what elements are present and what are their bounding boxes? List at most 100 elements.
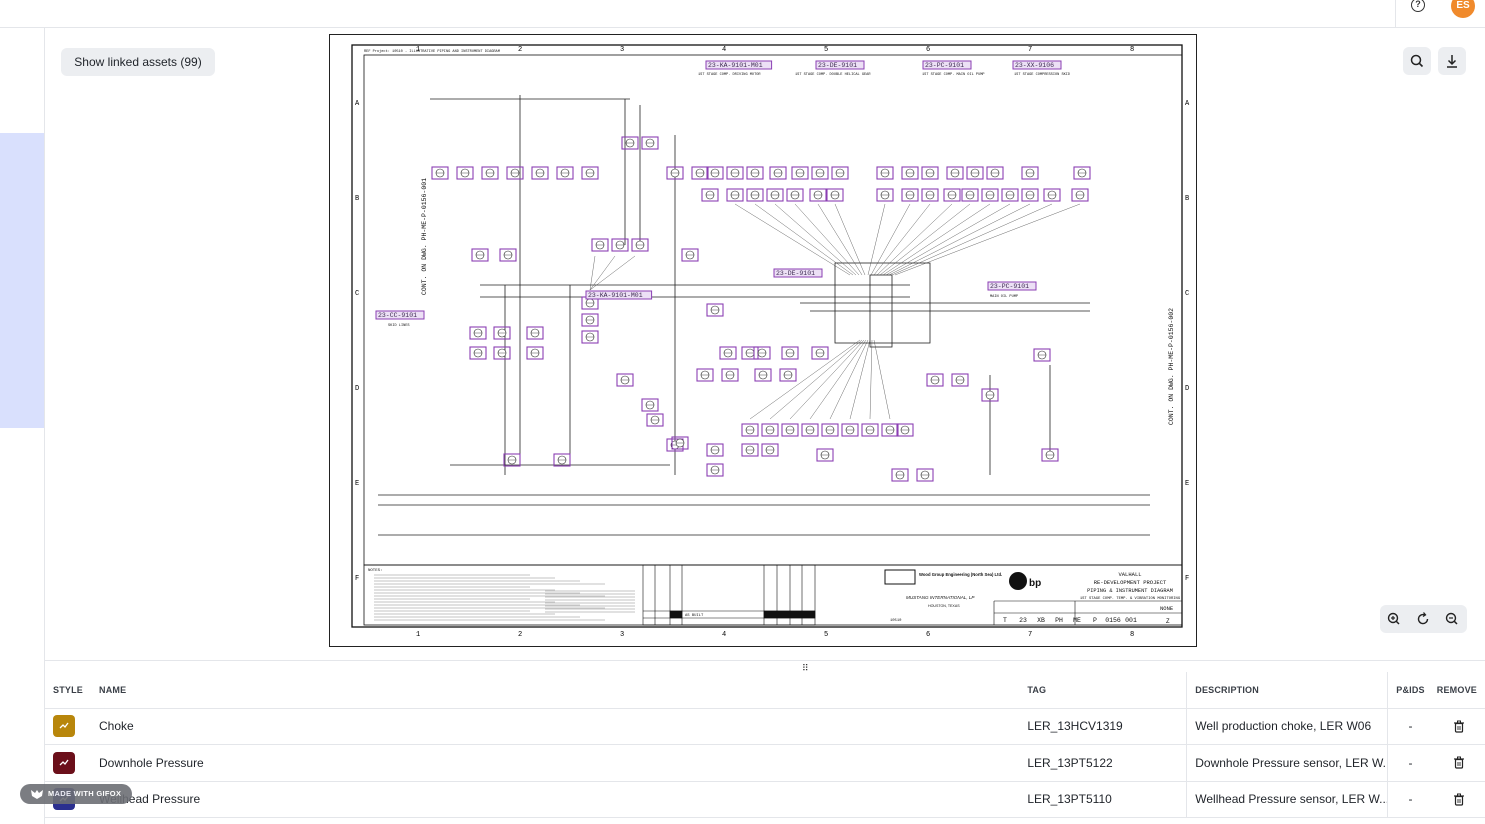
instrument-tag-highlight	[621, 136, 639, 150]
signal-line	[734, 203, 851, 276]
instrument-tag-highlight	[556, 166, 574, 180]
table-row[interactable]: Choke LER_13HCV1319 Well production chok…	[45, 708, 1485, 745]
zoom-in-button[interactable]	[1380, 605, 1409, 633]
zoom-out-button[interactable]	[1438, 605, 1467, 633]
row-label: A	[355, 100, 360, 108]
instrument-tag-highlight	[646, 413, 664, 427]
instrument-tag-highlight	[841, 423, 859, 437]
asset-table: STYLE NAME TAG DESCRIPTION P&IDS REMOVE …	[45, 672, 1485, 818]
instrument-tag-highlight	[499, 248, 517, 262]
left-rail-active-section[interactable]	[0, 133, 44, 428]
question-circle-icon[interactable]: ?	[1411, 0, 1425, 12]
column-label: 7	[1028, 631, 1032, 639]
instrument-tag-highlight	[481, 166, 499, 180]
instrument-tag-highlight	[786, 188, 804, 202]
col-description[interactable]: DESCRIPTION	[1186, 672, 1388, 709]
instrument-tag-highlight	[753, 346, 771, 360]
signal-line	[789, 339, 865, 420]
instrument-tag-highlight	[811, 346, 829, 360]
instrument-tag-highlight	[706, 443, 724, 457]
download-button[interactable]	[1438, 47, 1466, 75]
instrument-tag-highlight	[881, 423, 899, 437]
row-label: A	[1185, 100, 1190, 108]
process-lines	[378, 95, 1150, 536]
instrument-tag-highlight	[706, 166, 724, 180]
remove-button[interactable]	[1432, 781, 1485, 818]
instrument-tag-highlight	[861, 423, 879, 437]
column-label: 1	[416, 631, 420, 639]
revision: Z	[1166, 618, 1170, 625]
instrument-tag-highlight	[891, 468, 909, 482]
table-row[interactable]: Downhole Pressure LER_13PT5122 Downhole …	[45, 744, 1485, 782]
revision-table	[642, 564, 816, 626]
equipment-description: MAIN OIL PUMP	[990, 295, 1018, 299]
col-name[interactable]: NAME	[91, 672, 1020, 709]
reset-view-button[interactable]	[1409, 605, 1438, 633]
signal-line	[589, 255, 636, 291]
remove-button[interactable]	[1432, 744, 1485, 782]
equipment-tag: 23-KA-9101-M01	[588, 292, 643, 299]
drawing-number-part: 23	[1019, 617, 1027, 624]
instrument-tag-highlight	[831, 166, 849, 180]
equipment-tag: 23-KA-9101-M01	[708, 62, 763, 69]
table-row[interactable]: Wellhead Pressure LER_13PT5110 Wellhead …	[45, 781, 1485, 818]
signal-line	[869, 339, 873, 420]
instrument-tag-highlight	[986, 166, 1004, 180]
remove-button[interactable]	[1432, 708, 1485, 745]
instrument-tag-highlight	[1041, 448, 1059, 462]
column-label: 2	[518, 46, 522, 54]
grip-dots-icon[interactable]: ⠿	[802, 663, 809, 673]
signal-line	[867, 203, 886, 276]
trash-icon	[1453, 756, 1464, 769]
instrument-tag-highlight	[741, 423, 759, 437]
drawing-number-part: P	[1093, 617, 1097, 624]
instrument-tag-highlight	[901, 188, 919, 202]
gifox-logo-icon	[31, 790, 43, 799]
instrument-tag-highlight	[726, 188, 744, 202]
col-tag[interactable]: TAG	[1019, 672, 1187, 709]
instrument-tag-highlight	[469, 326, 487, 340]
col-remove[interactable]: REMOVE	[1432, 672, 1485, 709]
signal-line	[794, 203, 860, 276]
instrument-tag-highlight	[1033, 348, 1051, 362]
drawing-number-part: XB	[1037, 617, 1045, 624]
style-chip[interactable]	[53, 715, 75, 738]
signal-line	[834, 203, 866, 276]
show-linked-assets-button[interactable]: Show linked assets (99)	[61, 48, 215, 76]
panel-resize-handle[interactable]: ⠿	[45, 660, 1485, 673]
pid-drawing[interactable]: REF Project: 10510 - ILLUSTRATIVE PIPING…	[329, 34, 1197, 647]
instrument-tag-highlight	[526, 346, 544, 360]
col-style[interactable]: STYLE	[45, 672, 92, 709]
instrument-tag-highlight	[456, 166, 474, 180]
instrument-tag-highlight	[1073, 166, 1091, 180]
tag-cell: LER_13HCV1319	[1019, 708, 1187, 745]
column-label: 2	[518, 631, 522, 639]
search-button[interactable]	[1403, 47, 1431, 75]
equipment-description: 1ST STAGE COMP. DOUBLE HELICAL GEAR	[795, 73, 871, 77]
instrument-tag-highlight	[706, 303, 724, 317]
company2: MUSTANG INTERNATIONAL, LP	[906, 595, 975, 600]
instrument-tag-highlight	[553, 453, 571, 467]
signal-line	[749, 339, 861, 420]
instrument-tag-highlight	[1071, 188, 1089, 202]
instrument-tag-highlight	[896, 423, 914, 437]
instrument-tag-highlight	[901, 166, 919, 180]
avatar[interactable]: ES	[1451, 0, 1475, 18]
name-cell: Downhole Pressure	[91, 744, 1020, 782]
instrument-tag-highlight	[681, 248, 699, 262]
drawing-number-grid	[993, 600, 1182, 625]
equipment-tag-box	[375, 310, 425, 320]
signal-line	[891, 203, 1053, 276]
row-label: F	[1185, 575, 1189, 583]
instrument-tag-highlight	[581, 330, 599, 344]
style-cell	[45, 744, 92, 782]
drawing-number-part: 0156	[1105, 617, 1121, 624]
svg-text:1ST STAGE COMP. TEMP. & VIBRAT: 1ST STAGE COMP. TEMP. & VIBRATION MONITO…	[1080, 597, 1181, 601]
col-pids[interactable]: P&IDS	[1387, 672, 1433, 709]
equipment-description: 1ST STAGE COMPRESSION SKID	[1014, 73, 1070, 77]
search-icon	[1410, 54, 1424, 68]
pid-drawing-canvas[interactable]: REF Project: 10510 - ILLUSTRATIVE PIPING…	[330, 35, 1196, 646]
style-chip[interactable]	[53, 751, 75, 774]
